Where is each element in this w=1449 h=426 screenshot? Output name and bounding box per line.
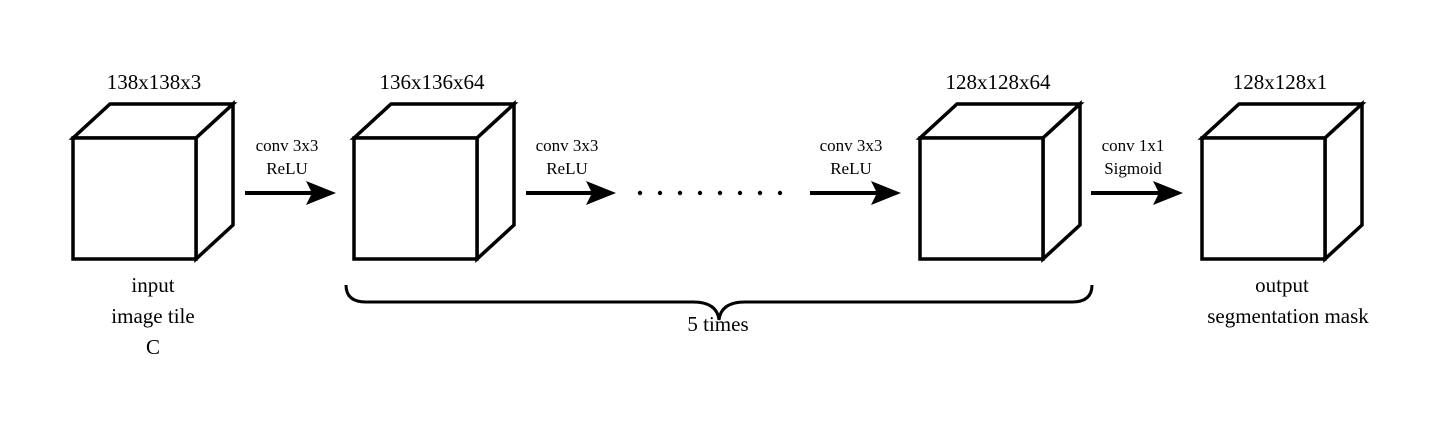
operation-4: conv 1x1 Sigmoid [1091, 136, 1183, 205]
dimension-label-output: 128x128x1 [1233, 70, 1328, 94]
operation-3: conv 3x3 ReLU [810, 136, 901, 205]
dimension-label-conv-last: 128x128x64 [946, 70, 1052, 94]
arrow-4 [1091, 181, 1183, 205]
cube-input [68, 100, 238, 263]
cube-conv-first [349, 100, 519, 263]
operation-3-line2: ReLU [830, 159, 872, 178]
operation-2: conv 3x3 ReLU [526, 136, 616, 205]
arrow-2 [526, 181, 616, 205]
dimension-label-input: 138x138x3 [107, 70, 202, 94]
operation-1: conv 3x3 ReLU [245, 136, 336, 205]
caption-output-line2: segmentation mask [1207, 304, 1369, 328]
operation-1-line2: ReLU [266, 159, 308, 178]
block-input: 138x138x3 input image tile C [68, 70, 238, 359]
caption-input-line2: image tile [111, 304, 194, 328]
arrow-1 [245, 181, 336, 205]
block-output: 128x128x1 output segmentation mask [1197, 70, 1369, 328]
dimension-label-conv-first: 136x136x64 [380, 70, 486, 94]
caption-output-line1: output [1255, 273, 1309, 297]
operation-1-line1: conv 3x3 [256, 136, 319, 155]
arrow-3 [810, 181, 901, 205]
block-conv-first: 136x136x64 [349, 70, 519, 263]
operation-3-line1: conv 3x3 [820, 136, 883, 155]
repeat-label: 5 times [687, 312, 748, 336]
operation-2-line1: conv 3x3 [536, 136, 599, 155]
cube-output [1197, 100, 1367, 263]
repeat-brace: 5 times [344, 284, 1094, 336]
operation-4-line2: Sigmoid [1104, 159, 1162, 178]
caption-input-line3: C [146, 335, 160, 359]
caption-input-line1: input [131, 273, 174, 297]
operation-2-line2: ReLU [546, 159, 588, 178]
ellipsis-dots [637, 190, 783, 196]
operation-4-line1: conv 1x1 [1102, 136, 1165, 155]
cube-conv-last [915, 100, 1085, 263]
block-conv-last: 128x128x64 [915, 70, 1085, 263]
